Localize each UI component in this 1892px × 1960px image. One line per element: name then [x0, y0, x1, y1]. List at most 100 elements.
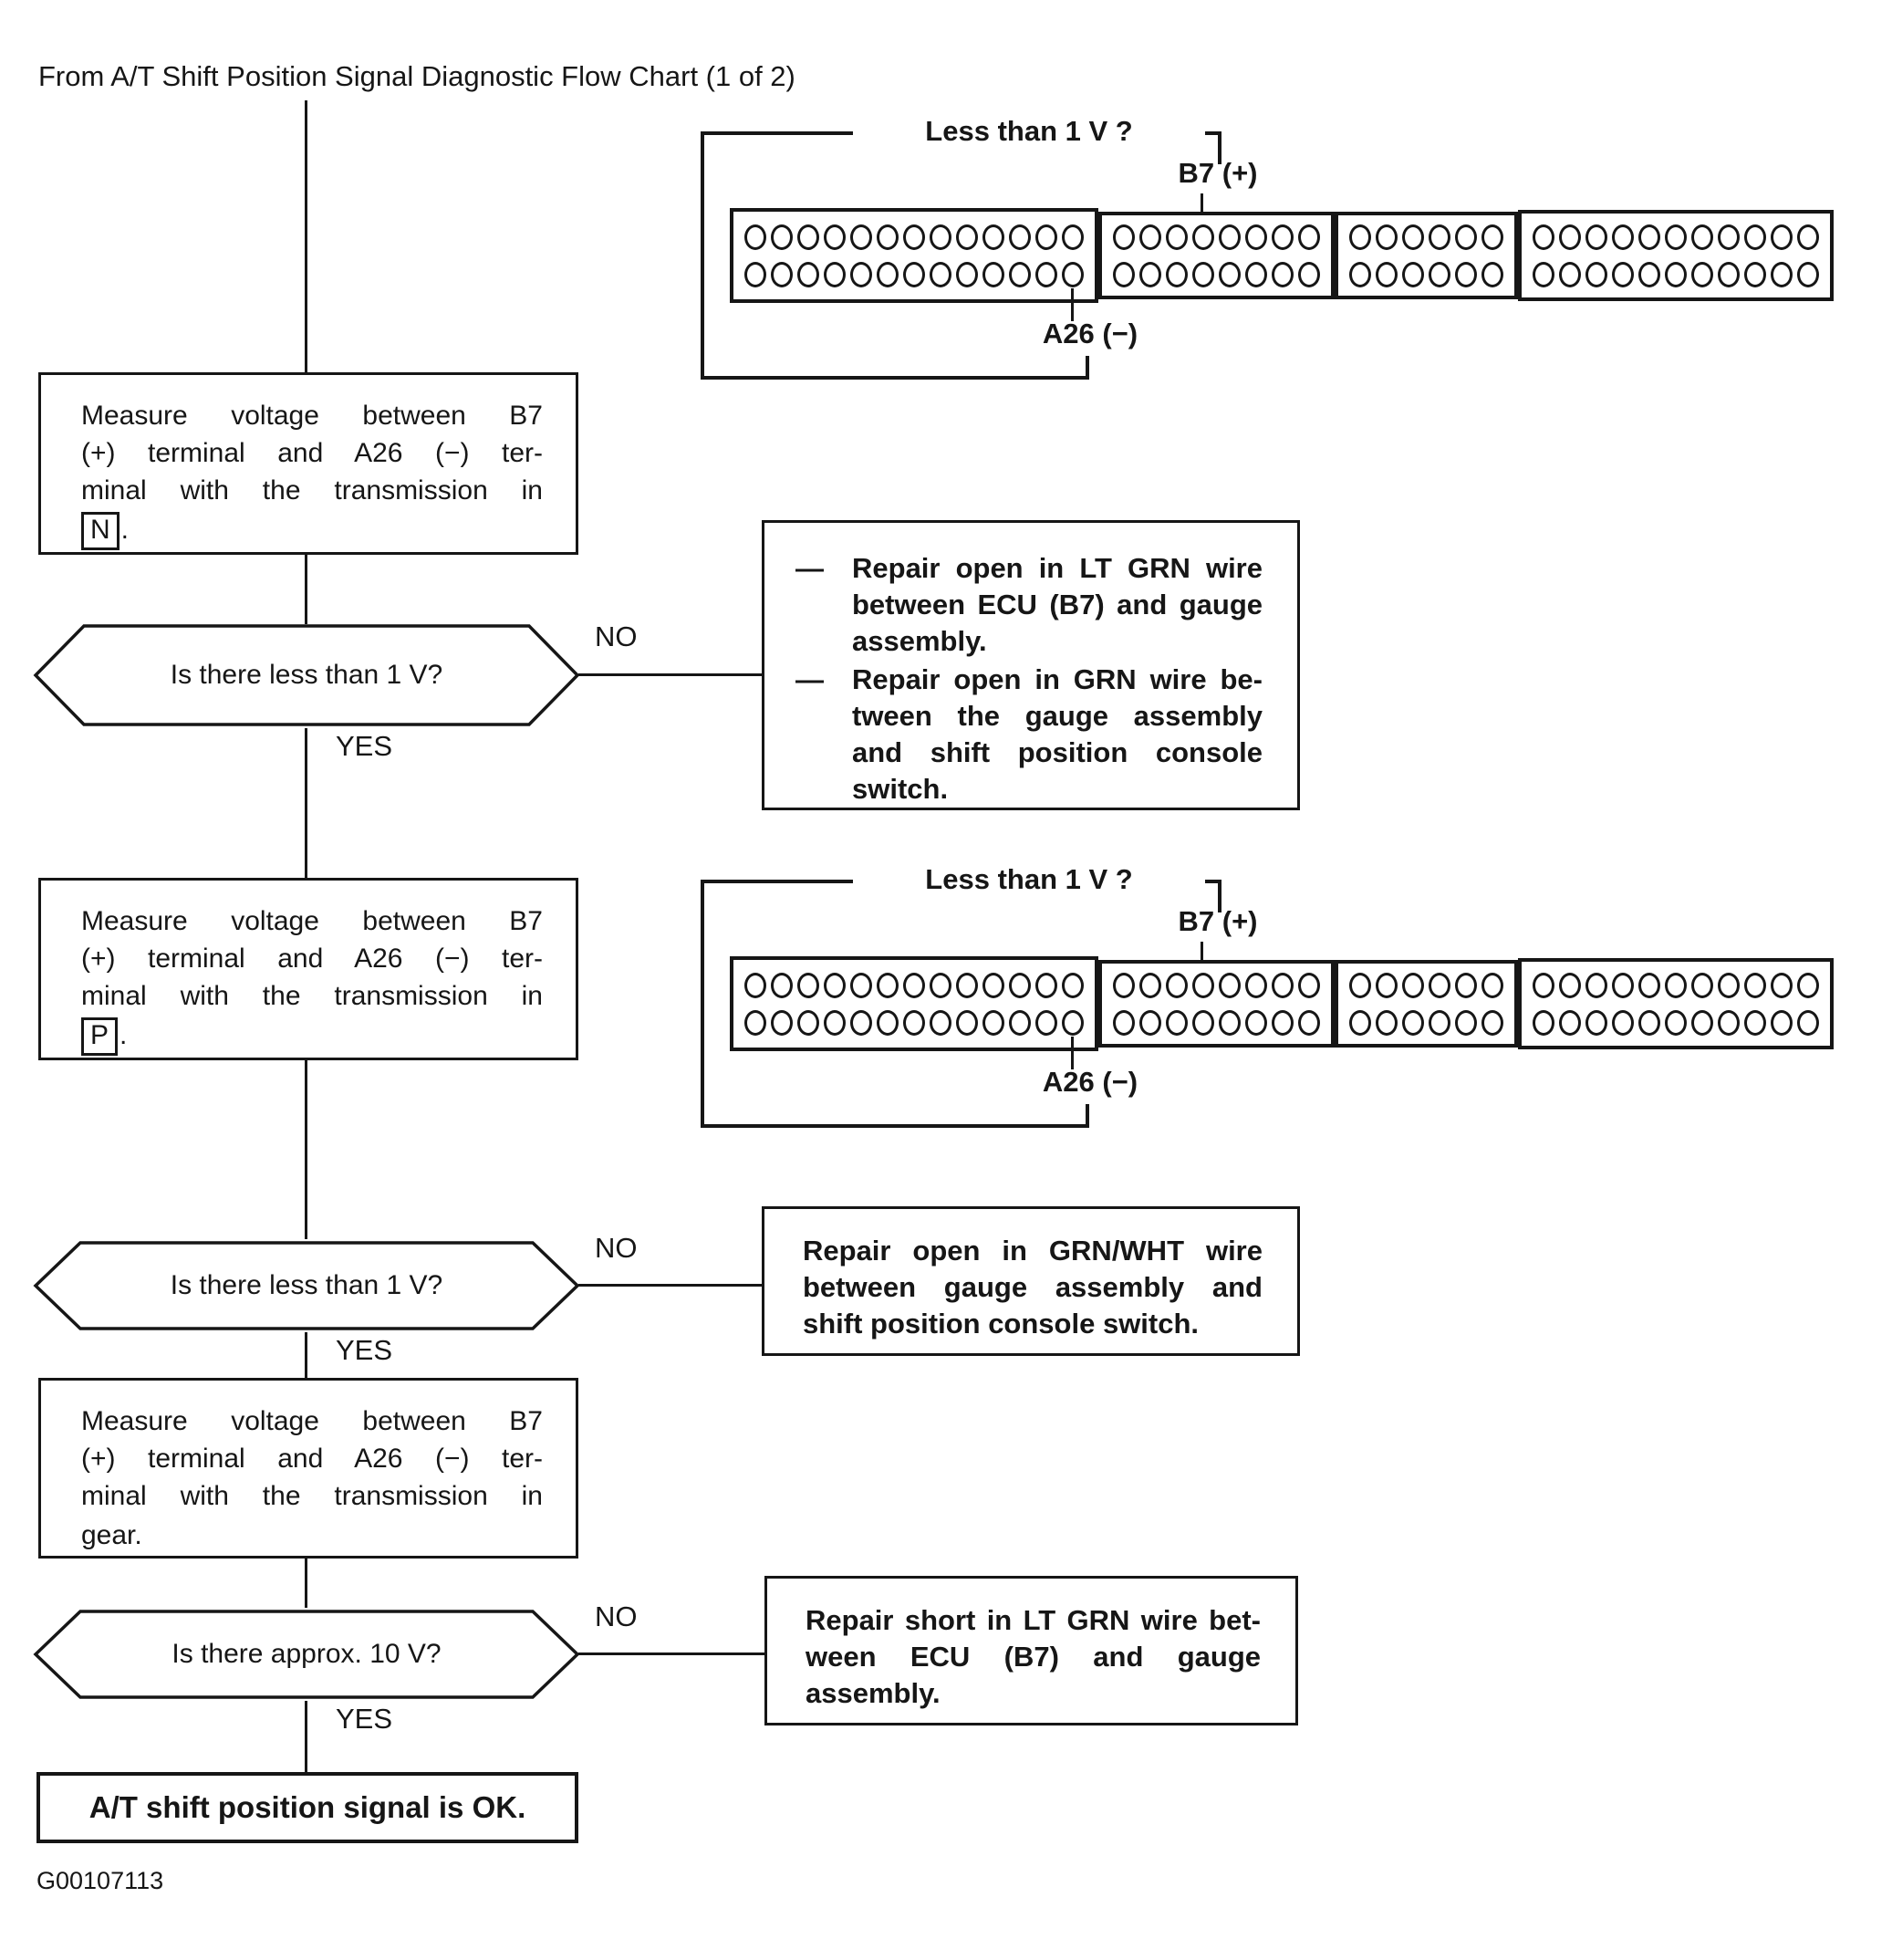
connector-pin	[1009, 1009, 1031, 1036]
connector-pin	[903, 224, 925, 250]
connector-pin	[1009, 224, 1031, 250]
connector-block-b	[1098, 960, 1335, 1048]
connector-pin	[1429, 261, 1450, 287]
connector-pin	[1533, 261, 1554, 287]
connector-pin	[1665, 1009, 1687, 1036]
connector-pin	[1533, 224, 1554, 250]
connector-pin	[1166, 224, 1188, 250]
no-label: NO	[595, 620, 638, 652]
connector-pin	[1062, 972, 1084, 998]
flow-line	[305, 1332, 307, 1378]
action-text-line: assembly.	[852, 625, 987, 657]
bracket-a26-stub	[1086, 356, 1089, 380]
no-branch-line	[578, 673, 762, 676]
measure-text-line: N.	[81, 509, 543, 551]
a26-label: A26 (−)	[1042, 318, 1138, 349]
connector-pin	[930, 224, 951, 250]
connector-pin	[1349, 261, 1371, 287]
yes-label: YES	[336, 730, 393, 762]
action-box-3: Repair short in LT GRN wire bet- ween EC…	[764, 1576, 1298, 1725]
measure-text-line: gear.	[81, 1520, 142, 1550]
connector-pin	[1062, 224, 1084, 250]
measure-text-line: (+) terminal and A26 (−) ter-	[81, 1444, 543, 1474]
connector-pin	[1797, 972, 1819, 998]
connector-pin	[1245, 1009, 1267, 1036]
measure-text-line: Measure voltage between B7	[81, 401, 543, 431]
connector-pin	[1665, 261, 1687, 287]
page-title: From A/T Shift Position Signal Diagnosti…	[38, 60, 795, 92]
pin-row	[1533, 1009, 1819, 1036]
repair-item-1: — Repair open in LT GRN wire between ECU…	[795, 550, 1263, 660]
connector-pin	[1718, 1009, 1740, 1036]
dash-bullet: —	[795, 663, 824, 695]
connector-pin	[1376, 1009, 1398, 1036]
bracket-right-vertical	[1218, 131, 1221, 164]
connector-pin	[1481, 1009, 1503, 1036]
flow-line	[305, 555, 307, 624]
question-label: Less than 1 V ?	[853, 863, 1205, 896]
connector-pin	[1113, 972, 1135, 998]
connector-pin	[1166, 972, 1188, 998]
measure-text-line: Measure voltage between B7	[81, 1406, 543, 1436]
question-label: Less than 1 V ?	[853, 115, 1205, 148]
connector-pin	[1272, 972, 1294, 998]
connector-pin	[1455, 261, 1477, 287]
action-box-2: Repair open in GRN/WHT wire between gaug…	[762, 1206, 1300, 1356]
repair-item-text: Repair open in GRN wire be- tween the ga…	[852, 662, 1263, 808]
measure-box-n: Measure voltage between B7 (+) terminal …	[38, 372, 578, 555]
connector-pin	[1245, 224, 1267, 250]
no-branch-line	[578, 1284, 762, 1287]
bracket-bottom-horizontal	[701, 1124, 1089, 1128]
flow-line	[305, 1060, 307, 1239]
connector-pin	[1349, 972, 1371, 998]
flow-line	[305, 1701, 307, 1772]
connector-pin	[1638, 224, 1660, 250]
connector-pin	[1192, 1009, 1214, 1036]
connector-pin	[1481, 224, 1503, 250]
connector-pin	[956, 1009, 978, 1036]
connector-pin	[1771, 972, 1793, 998]
connector-pin	[1665, 972, 1687, 998]
pin-row	[1533, 261, 1819, 287]
pin-row	[744, 1009, 1084, 1036]
connector-pin	[1139, 972, 1161, 998]
connector-pin	[1113, 1009, 1135, 1036]
action-text-line: Repair short in LT GRN wire bet-	[806, 1604, 1261, 1636]
connector-pin	[903, 261, 925, 287]
connector-pin	[1009, 972, 1031, 998]
connector-block-d	[1518, 210, 1834, 301]
connector-pin	[797, 972, 819, 998]
connector-pin	[1744, 224, 1766, 250]
connector-pin	[1429, 1009, 1450, 1036]
measure-box-gear: Measure voltage between B7 (+) terminal …	[38, 1378, 578, 1559]
connector-pin	[1192, 972, 1214, 998]
hexagon-shape	[33, 1241, 580, 1330]
connector-pin	[850, 224, 872, 250]
connector-pin	[930, 1009, 951, 1036]
connector-pin	[1035, 224, 1057, 250]
flow-line	[305, 728, 307, 878]
connector-pin	[1349, 224, 1371, 250]
pin-row	[1533, 224, 1819, 250]
connector-pin	[1402, 224, 1424, 250]
ecu-connector	[730, 208, 1834, 303]
no-branch-line	[578, 1652, 764, 1655]
connector-pin	[1245, 261, 1267, 287]
connector-pin	[1718, 261, 1740, 287]
measure-text-line: minal with the transmission in	[81, 475, 543, 506]
connector-pin	[1429, 224, 1450, 250]
connector-pin	[1192, 261, 1214, 287]
measure-box-p: Measure voltage between B7 (+) terminal …	[38, 878, 578, 1060]
connector-pin	[1638, 972, 1660, 998]
decision-question: Is there less than 1 V?	[170, 1270, 443, 1300]
connector-pin	[771, 972, 793, 998]
connector-pin	[1559, 224, 1581, 250]
connector-pin	[771, 224, 793, 250]
connector-pin	[1718, 972, 1740, 998]
connector-pin	[1797, 1009, 1819, 1036]
connector-pin	[824, 972, 846, 998]
pin-row	[1113, 261, 1320, 287]
pin-row	[1349, 224, 1503, 250]
connector-pin	[1691, 224, 1713, 250]
connector-pin	[1245, 972, 1267, 998]
